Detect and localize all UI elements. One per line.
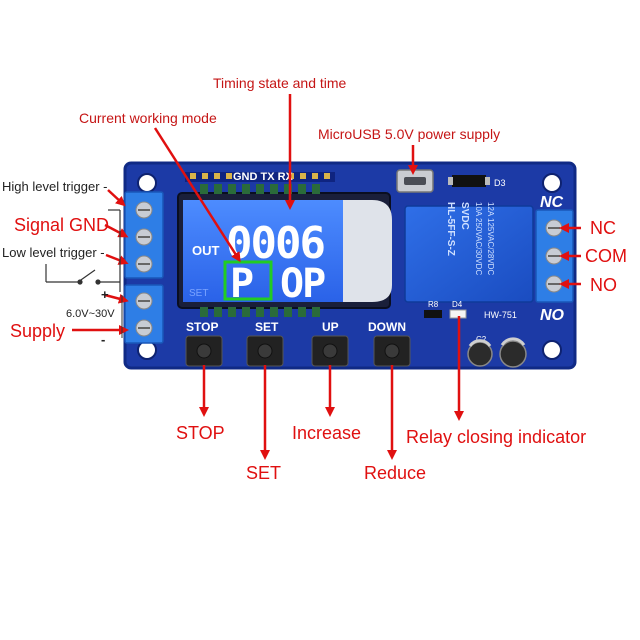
relay-indicator-label: Relay closing indicator [406, 427, 587, 447]
lcd-faint-set: SET [189, 288, 208, 299]
trigger-wiring-sketch [45, 209, 121, 292]
signal-terminal-block[interactable] [124, 191, 164, 279]
svg-text:SVDC: SVDC [459, 202, 470, 230]
svg-text:12A 125VAC/28VDC: 12A 125VAC/28VDC [486, 202, 495, 275]
board-nc-label: NC [540, 194, 564, 211]
ic-label: D3 [494, 178, 506, 188]
silk-set: SET [255, 320, 279, 334]
lcd-out-label: OUT [192, 243, 220, 258]
voltage-range-label: 6.0V~30V [66, 308, 115, 320]
silk-stop: STOP [186, 320, 218, 334]
stop-button[interactable] [185, 335, 223, 367]
header-pin-label: GND TX RX [233, 171, 294, 183]
down-button[interactable] [373, 335, 411, 367]
supply-terminal-block[interactable] [124, 284, 164, 344]
header-pins: GND TX RX [185, 171, 335, 183]
low-trigger-label: Low level trigger - [2, 245, 105, 260]
no-label: NO [590, 275, 617, 295]
timing-state-label: Timing state and time [213, 75, 347, 91]
signal-gnd-label: Signal GND [14, 215, 110, 235]
high-trigger-label: High level trigger - [2, 179, 108, 194]
minus-label: - [101, 332, 106, 347]
up-button[interactable] [311, 335, 349, 367]
usb-power-label: MicroUSB 5.0V power supply [318, 126, 501, 142]
lcd-bottom-digits: OP [280, 261, 325, 307]
svg-text:R8: R8 [428, 300, 439, 309]
supply-label: Supply [10, 321, 66, 341]
stop-label: STOP [176, 423, 225, 443]
micro-usb-port[interactable] [396, 169, 434, 193]
button-labels-silkscreen: STOP SET UP DOWN [186, 320, 406, 334]
mode-highlight-box [223, 260, 273, 301]
working-mode-label: Current working mode [79, 110, 217, 126]
nc-label: NC [590, 218, 616, 238]
reduce-label: Reduce [364, 463, 427, 483]
ic-chip: D3 [448, 175, 506, 188]
lcd-display: OUT 0006 P OP SET [177, 192, 392, 309]
set-button[interactable] [246, 335, 284, 367]
silk-up: UP [322, 320, 339, 334]
svg-text:HW-751: HW-751 [484, 310, 517, 320]
svg-text:10A 250VAC/30VDC: 10A 250VAC/30VDC [474, 202, 483, 275]
relay-component: 12A 125VAC/28VDC 10A 250VAC/30VDC SVDC H… [404, 202, 534, 303]
increase-label: Increase [292, 423, 362, 443]
svg-text:HL-5FF-S-Z: HL-5FF-S-Z [445, 202, 456, 256]
lcd-pin-row-top [200, 184, 320, 194]
annotation-arrows [72, 94, 581, 460]
lcd-pin-row-bottom [200, 307, 320, 317]
set-label: SET [246, 463, 282, 483]
com-label: COM [585, 246, 627, 266]
board-no-label: NO [540, 307, 565, 324]
capacitors: C2 [467, 335, 527, 368]
svg-text:D4: D4 [452, 300, 463, 309]
plus-label: + [101, 287, 109, 302]
silk-down: DOWN [368, 320, 406, 334]
